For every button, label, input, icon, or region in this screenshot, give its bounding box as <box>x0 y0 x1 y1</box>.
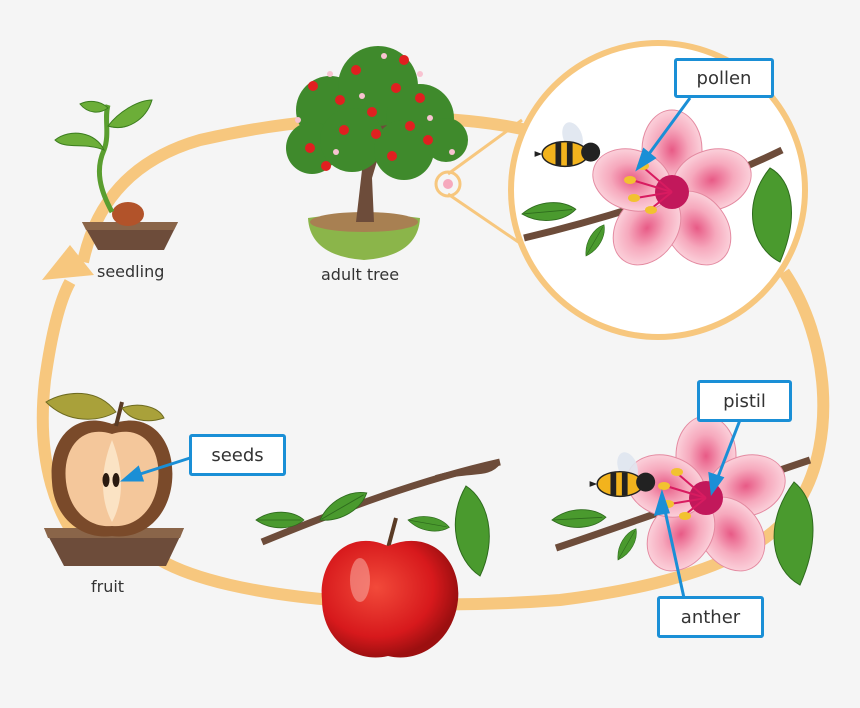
fruit-cross-section-illustration <box>44 393 184 566</box>
seedling-label: seedling <box>97 262 164 281</box>
seedling-illustration <box>55 100 178 250</box>
anther-callout: anther <box>657 596 764 638</box>
adult-tree-illustration <box>286 46 468 260</box>
seeds-callout: seeds <box>189 434 286 476</box>
adult-tree-label: adult tree <box>321 265 399 284</box>
fruit-label: fruit <box>91 577 124 596</box>
pollen-callout: pollen <box>674 58 774 98</box>
pistil-callout: pistil <box>697 380 792 422</box>
apple-illustration <box>256 462 500 658</box>
pistil-anther-flower <box>552 416 813 585</box>
